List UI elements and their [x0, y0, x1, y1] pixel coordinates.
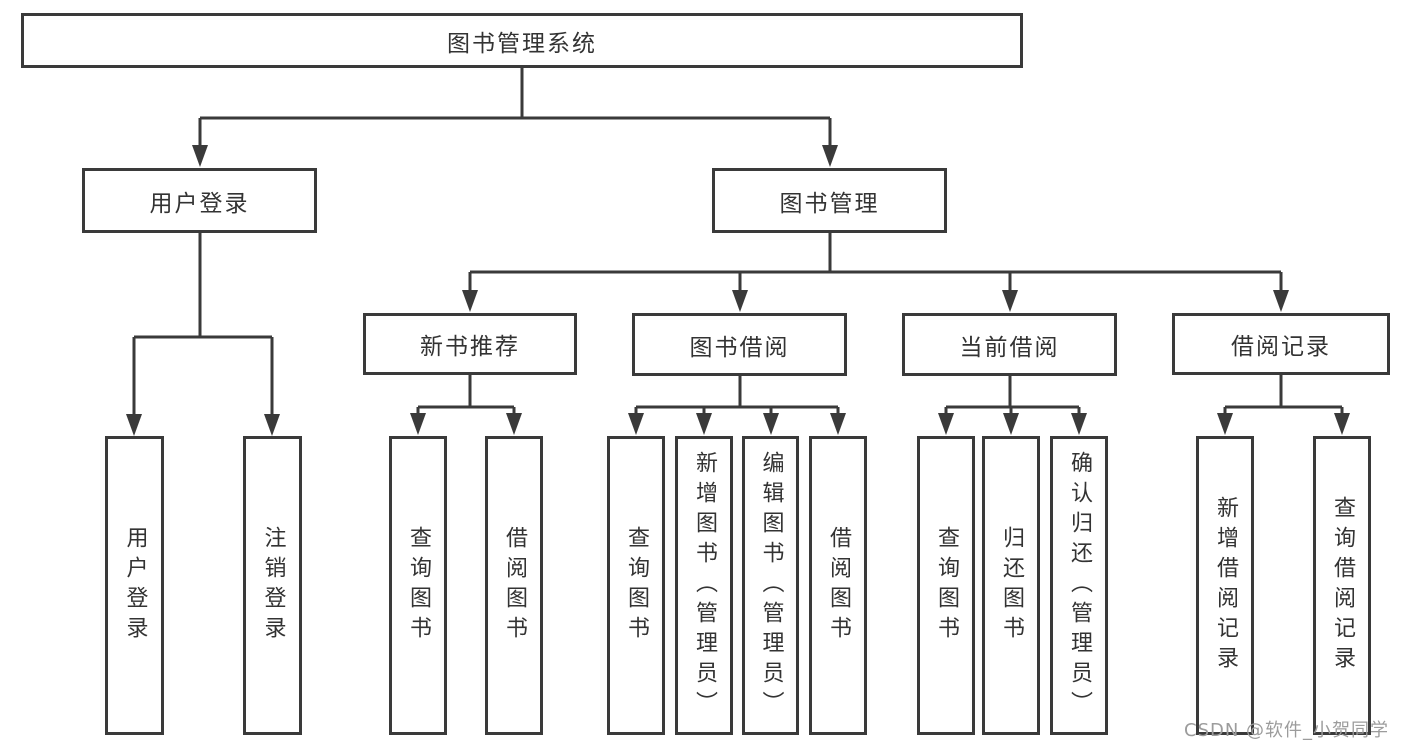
leaf-borrow-query-books: 查询图书	[607, 436, 665, 735]
node-book-management: 图书管理	[712, 168, 947, 233]
node-book-borrow: 图书借阅	[632, 313, 847, 376]
leaf-records-query-record: 查询借阅记录	[1313, 436, 1371, 735]
connector-newbookrec-to-leaves	[416, 375, 516, 420]
connector-bookborrow-to-leaves	[634, 376, 840, 420]
leaf-current-query-books: 查询图书	[917, 436, 975, 735]
connector-bookmgmt-to-level3	[468, 233, 1283, 295]
leaf-newbook-borrow-books: 借阅图书	[485, 436, 543, 735]
node-root: 图书管理系统	[21, 13, 1023, 68]
leaf-current-return-books: 归还图书	[982, 436, 1040, 735]
leaf-user-login: 用户登录	[105, 436, 164, 735]
leaf-newbook-query-books: 查询图书	[389, 436, 447, 735]
connector-userlogin-to-leaves	[132, 233, 274, 418]
leaf-borrow-borrow-books: 借阅图书	[809, 436, 867, 735]
arrowheads	[126, 145, 1350, 436]
node-new-book-recommend: 新书推荐	[363, 313, 577, 375]
connector-borrowrecords-to-leaves	[1223, 375, 1344, 420]
leaf-current-confirm-return-admin: 确认归还（管理员）	[1050, 436, 1108, 735]
node-user-login: 用户登录	[82, 168, 317, 233]
leaf-logout-login: 注销登录	[243, 436, 302, 735]
connector-root-to-level2	[198, 68, 832, 150]
node-current-borrow: 当前借阅	[902, 313, 1117, 376]
leaf-records-add-record: 新增借阅记录	[1196, 436, 1254, 735]
watermark: CSDN @软件_小贺同学	[1184, 720, 1390, 741]
node-borrow-records: 借阅记录	[1172, 313, 1390, 375]
leaf-borrow-edit-books-admin: 编辑图书（管理员）	[742, 436, 799, 735]
leaf-borrow-add-books-admin: 新增图书（管理员）	[675, 436, 733, 735]
